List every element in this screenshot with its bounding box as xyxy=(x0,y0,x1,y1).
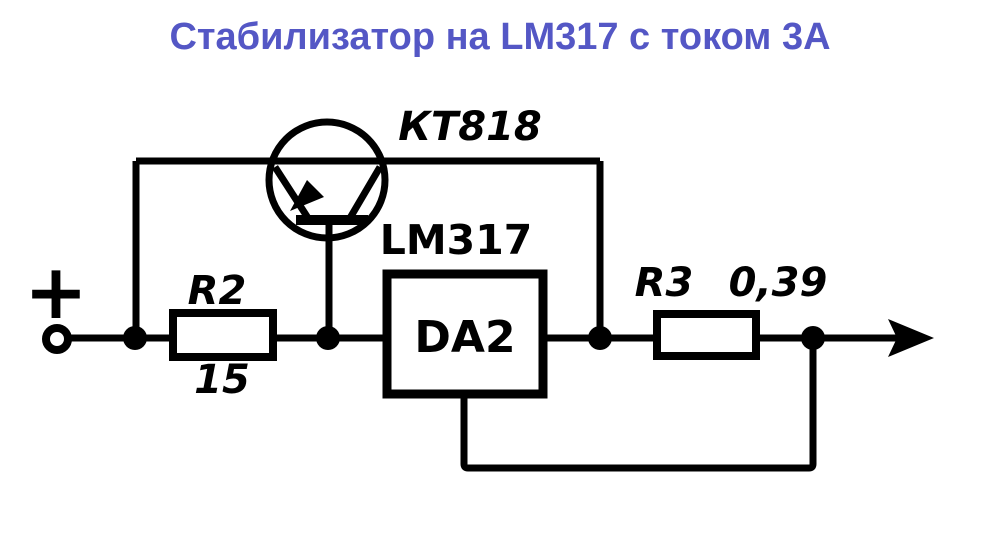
wire-adjust-feedback xyxy=(460,338,817,472)
transistor-label: КТ818 xyxy=(398,104,541,150)
resistor-r2-body xyxy=(169,309,277,361)
input-polarity-label: + xyxy=(24,247,88,336)
r2-value-label: 15 xyxy=(194,357,250,403)
output-arrow-icon xyxy=(888,319,934,357)
transistor-collector-diagonal xyxy=(346,165,384,220)
transistor-emitter-arrow-icon xyxy=(290,180,324,211)
transistor-emitter-diagonal xyxy=(272,165,311,220)
junction-dot-regulator-output xyxy=(588,326,612,350)
regulator-da2-body xyxy=(382,269,548,399)
regulator-designator-label: DA2 xyxy=(414,312,515,363)
regulator-part-label: LM317 xyxy=(380,216,533,264)
transistor-symbol xyxy=(265,118,389,242)
transistor-body-circle xyxy=(265,118,389,242)
r2-designator-label: R2 xyxy=(188,268,247,314)
r3-value-label: 0,39 xyxy=(729,260,828,306)
input-terminal-icon xyxy=(42,324,72,354)
resistor-r3-body xyxy=(653,310,760,360)
junction-dot-base xyxy=(316,326,340,350)
r3-designator-label: R3 xyxy=(635,260,694,306)
junction-dot-input xyxy=(123,326,147,350)
page-title: Стабилизатор на LM317 с током 3А xyxy=(169,16,831,58)
junction-dot-output xyxy=(801,326,825,350)
